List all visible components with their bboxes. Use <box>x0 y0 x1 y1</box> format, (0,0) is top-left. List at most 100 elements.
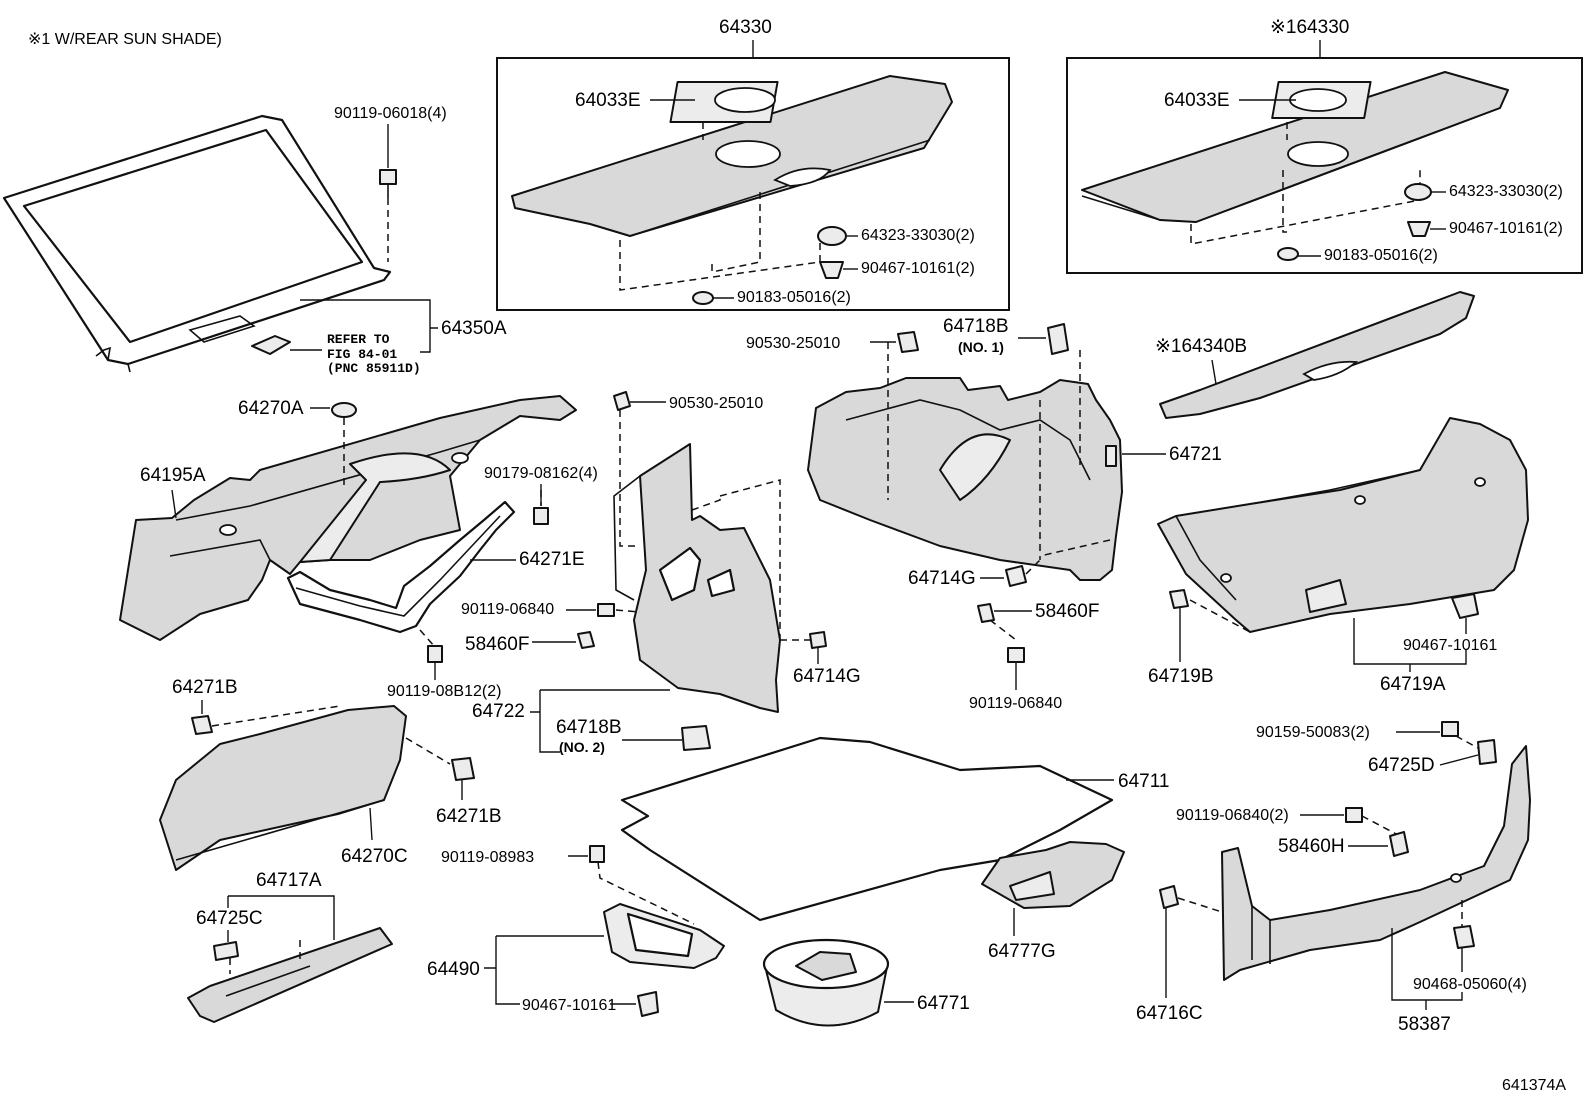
label-90467-right: 90467-10161(2) <box>1449 220 1563 237</box>
label-64718B-no2: 64718B <box>556 717 622 738</box>
package-tray-left <box>511 75 953 291</box>
label-164330: ※164330 <box>1270 17 1349 38</box>
label-90467-d: 90467-10161 <box>522 997 616 1014</box>
label-64718B-no1: 64718B <box>943 316 1009 337</box>
clip-90467-10161-c <box>1451 593 1479 619</box>
label-64271B-b: 64271B <box>436 806 502 827</box>
label-64725C: 64725C <box>196 908 263 929</box>
grommet-90183-right <box>1277 247 1299 261</box>
trim-64722 <box>613 410 781 713</box>
label-90119-06840-a: 90119-06840 <box>461 601 554 618</box>
label-90467-c: 90467-10161 <box>1403 637 1497 654</box>
bracket-58460F-b <box>977 603 1017 641</box>
label-90467-left: 90467-10161(2) <box>861 260 975 277</box>
bracket-58460H <box>1389 831 1409 857</box>
label-90119-06018: 90119-06018(4) <box>334 105 447 122</box>
box-164330 <box>1066 57 1583 274</box>
clip-64323-right <box>1404 183 1432 201</box>
bracket-58460F-a <box>577 631 595 649</box>
label-64330: 64330 <box>719 17 772 38</box>
clip-64714G-b <box>1005 565 1027 587</box>
label-90183-right: 90183-05016(2) <box>1324 247 1438 264</box>
label-90119-08B12: 90119-08B12(2) <box>387 683 501 700</box>
label-64033E-left: 64033E <box>575 90 641 111</box>
label-90530-b: 90530-25010 <box>669 395 763 412</box>
bumper-64718B-no1 <box>1047 323 1069 355</box>
label-58460F-b: 58460F <box>1035 601 1099 622</box>
label-64771: 64771 <box>917 993 970 1014</box>
label-90530-a: 90530-25010 <box>746 335 840 352</box>
cover-64270A <box>331 402 357 490</box>
rear-sun-shade-64350A <box>2 114 392 373</box>
cover-64771 <box>762 938 890 1027</box>
refer-line3: (PNC 85911D) <box>327 361 421 376</box>
clip-64719B <box>1169 589 1189 609</box>
clip-64714G-a <box>809 631 827 649</box>
sill-plate-64717A <box>187 927 393 1023</box>
label-64271B-a: 64271B <box>172 677 238 698</box>
label-64323-left: 64323-33030(2) <box>861 227 975 244</box>
label-164340B: ※164340B <box>1155 336 1247 357</box>
mat-64711 <box>620 736 1114 922</box>
clip-90530-b <box>613 391 631 411</box>
label-64271E: 64271E <box>519 549 585 570</box>
bolt-90159 <box>1441 721 1459 737</box>
label-64270A: 64270A <box>238 398 304 419</box>
label-64350A: 64350A <box>441 318 507 339</box>
panel-164340B <box>1159 291 1475 419</box>
strip-64271E <box>286 500 516 634</box>
trim-58387 <box>1221 745 1531 981</box>
package-tray-right <box>1081 71 1509 245</box>
label-90468: 90468-05060(4) <box>1413 976 1527 993</box>
label-64777G: 64777G <box>988 941 1056 962</box>
tray-64777G <box>981 841 1125 909</box>
refer-line2: FIG 84-01 <box>327 347 397 362</box>
label-64722: 64722 <box>472 701 525 722</box>
label-64195A: 64195A <box>140 465 206 486</box>
trim-64719A <box>1157 417 1529 633</box>
label-64714G-b: 64714G <box>908 568 976 589</box>
clip-90468 <box>1453 900 1475 949</box>
label-64719A: 64719A <box>1380 674 1446 695</box>
label-90119-06840-c: 90119-06840(2) <box>1176 807 1289 824</box>
cover-64270C <box>159 705 407 871</box>
bolt-90119-06018 <box>379 169 397 198</box>
clip-64271B-a <box>191 705 341 735</box>
box-64490 <box>603 903 725 969</box>
figure-id: 641374A <box>1502 1077 1566 1094</box>
bumper-64718B-no2 <box>681 725 711 751</box>
label-64721: 64721 <box>1169 444 1222 465</box>
label-64270C: 64270C <box>341 846 408 867</box>
label-90183-left: 90183-05016(2) <box>737 289 851 306</box>
clip-90467-left <box>819 261 844 279</box>
bolt-90119-06840-b <box>1007 647 1025 663</box>
trim-64721 <box>807 342 1123 581</box>
grommet-90183-left <box>692 291 714 305</box>
clip-64323-left <box>817 226 847 246</box>
bolt-90119-08983 <box>589 845 695 925</box>
clip-64725C <box>213 940 301 974</box>
note-text: ※1 W/REAR SUN SHADE) <box>28 31 222 48</box>
label-90159: 90159-50083(2) <box>1256 724 1370 741</box>
label-64719B: 64719B <box>1148 666 1214 687</box>
label-64714G-a: 64714G <box>793 666 861 687</box>
label-58460F-a: 58460F <box>465 634 529 655</box>
clip-64716C <box>1159 885 1223 913</box>
label-58460H: 58460H <box>1278 836 1345 857</box>
label-64033E-right: 64033E <box>1164 90 1230 111</box>
label-90119-06840-b: 90119-06840 <box>969 695 1062 712</box>
insulator-64195A <box>119 395 577 641</box>
label-64711: 64711 <box>1118 771 1169 792</box>
label-64490: 64490 <box>427 959 480 980</box>
clip-64725D <box>1455 735 1497 765</box>
clip-90467-right <box>1407 221 1431 237</box>
label-90119-08983: 90119-08983 <box>441 849 534 866</box>
label-64717A: 64717A <box>256 870 322 891</box>
refer-line1: REFER TO <box>327 332 390 347</box>
clip-64271B-b <box>405 737 475 781</box>
clip-90467-10161-d <box>637 991 659 1017</box>
label-64323-right: 64323-33030(2) <box>1449 183 1563 200</box>
bolt-90119-08B12 <box>419 629 443 663</box>
label-90179: 90179-08162(4) <box>484 465 598 482</box>
